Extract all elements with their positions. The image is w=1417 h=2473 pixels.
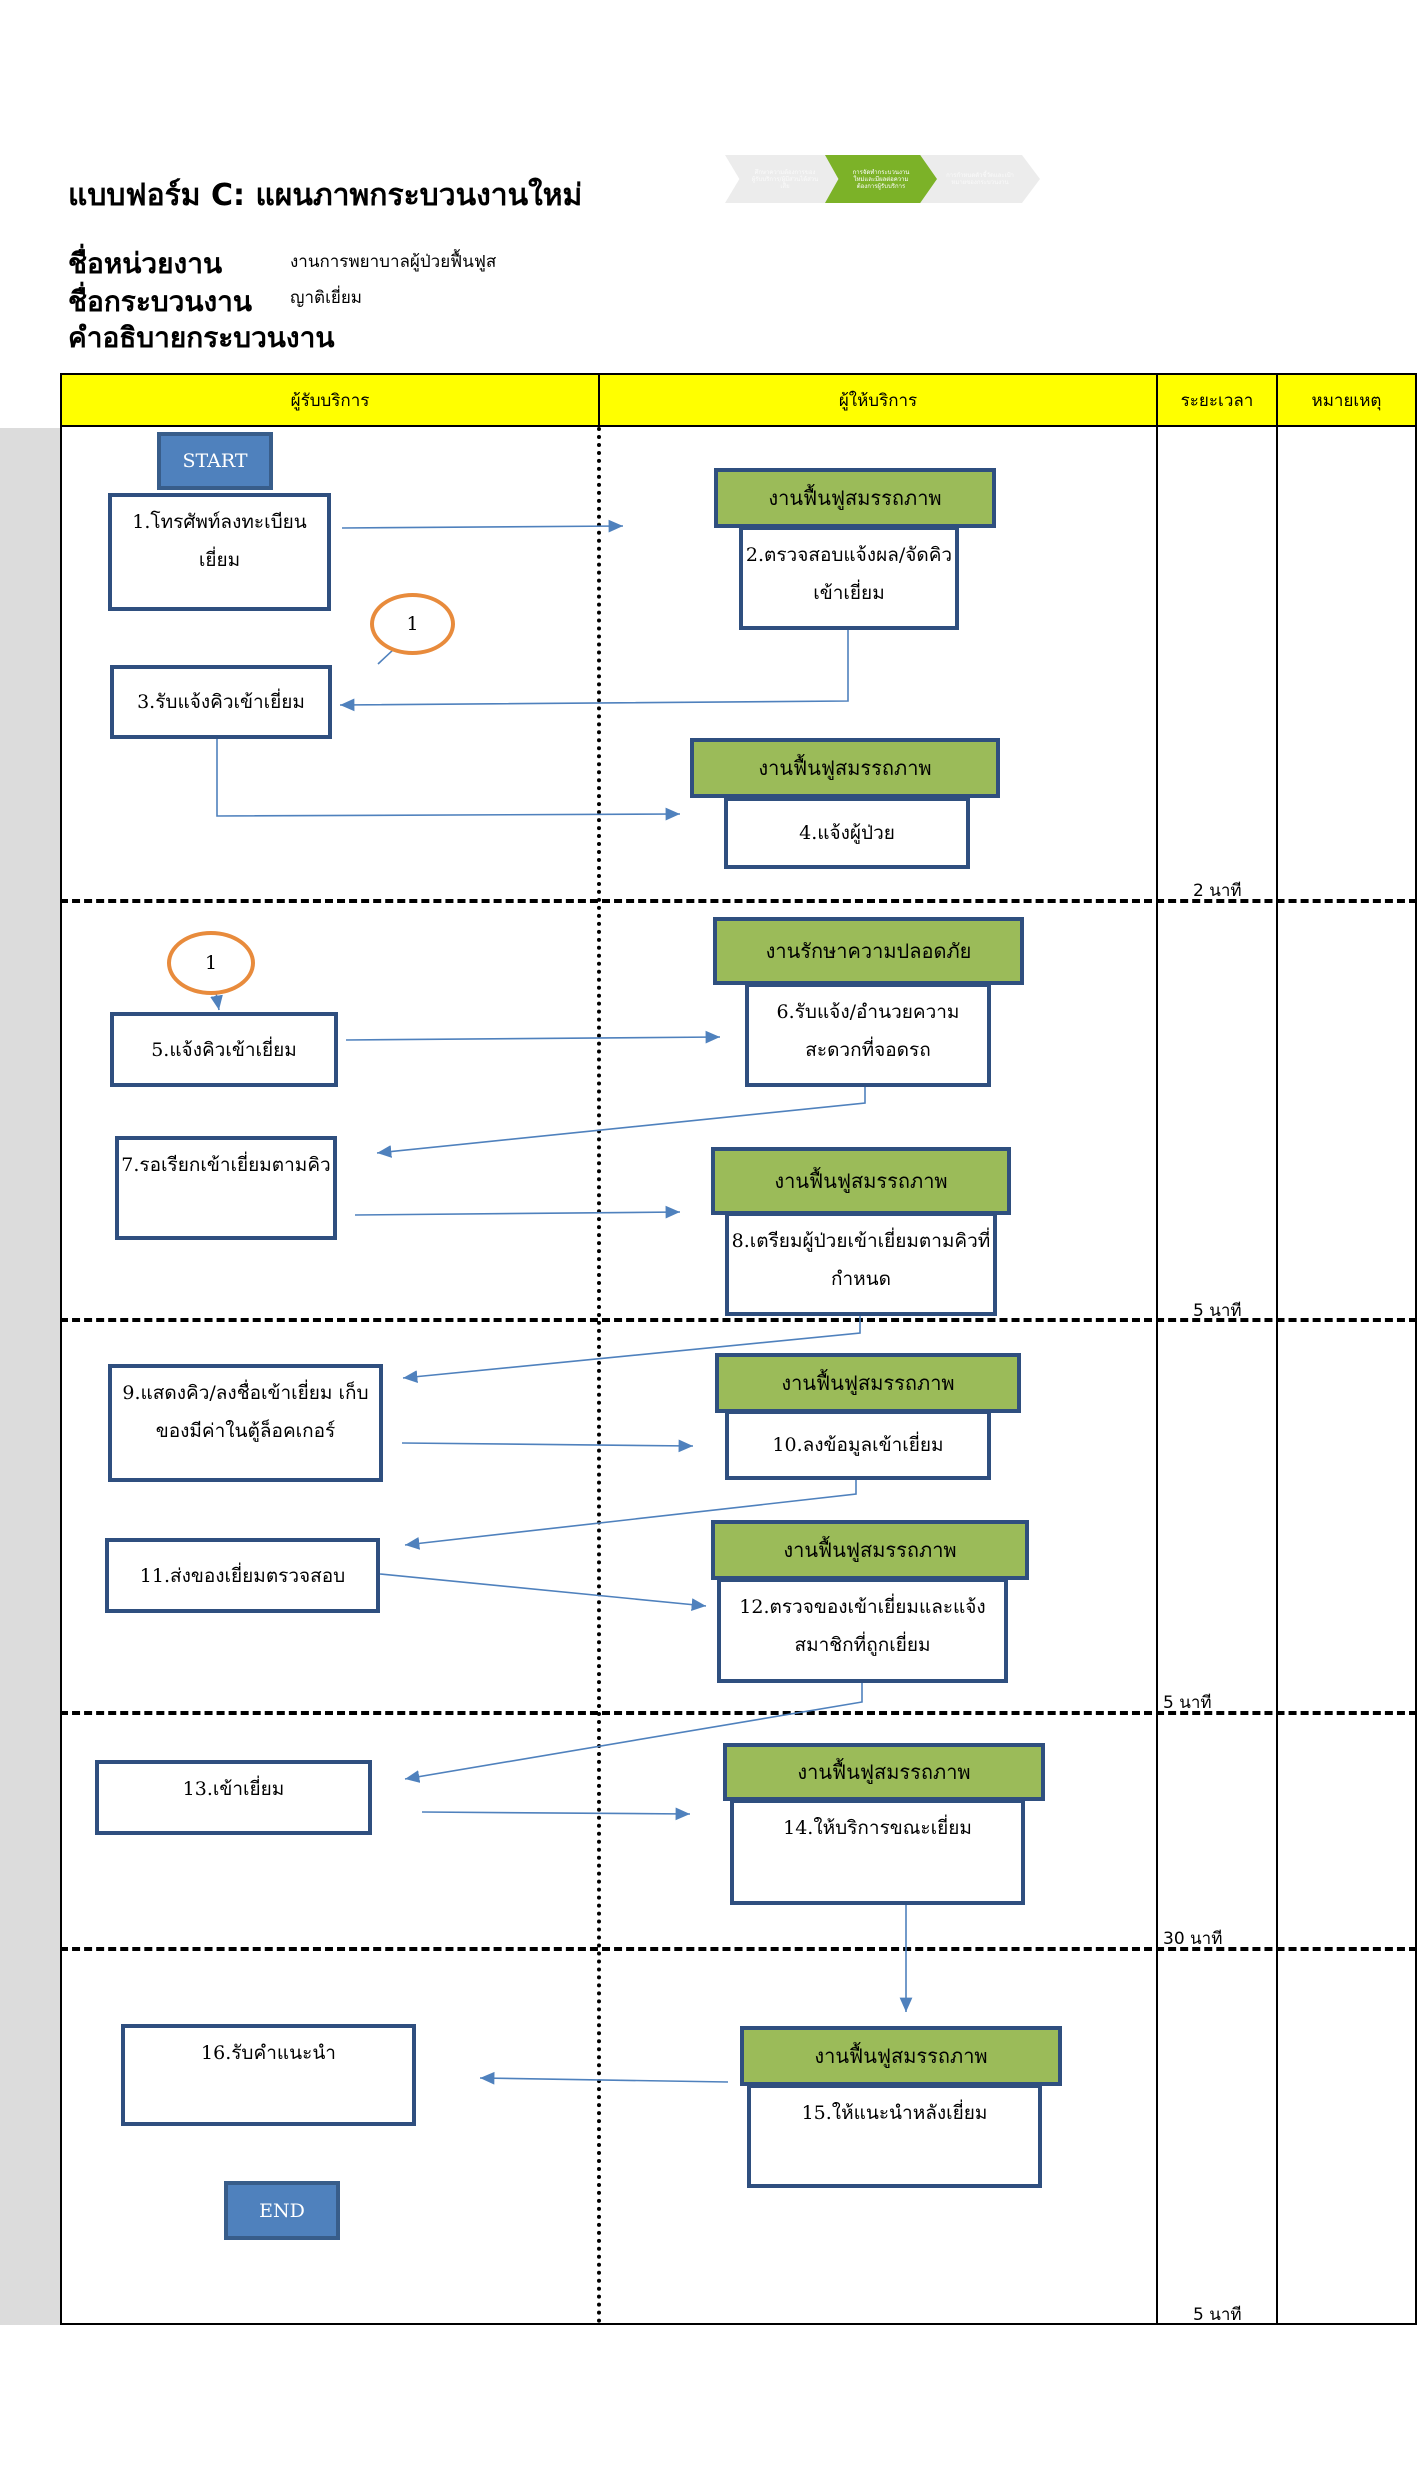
process-label: ชื่อกระบวนงาน xyxy=(68,285,253,318)
step-6-box: 6.รับแจ้ง/อำนวยความสะดวกที่จอดรถ xyxy=(745,983,991,1087)
grid-line-left xyxy=(60,427,62,2325)
connector-circle-2: 1 xyxy=(167,931,255,995)
step-11-box: 11.ส่งของเยี่ยมตรวจสอบ xyxy=(105,1538,380,1613)
step-13-box: 13.เข้าเยี่ยม xyxy=(95,1760,372,1835)
step-3-box: 3.รับแจ้งคิวเข้าเยี่ยม xyxy=(110,665,332,739)
grid-line-right xyxy=(1415,427,1417,2325)
unit-label: ชื่อหน่วยงาน xyxy=(68,247,223,280)
arrow-6-to-7 xyxy=(376,1087,866,1158)
time-row-4: 30 นาที xyxy=(1163,1929,1223,1949)
dept-box-15: งานฟื้นฟูสมรรถภาพ xyxy=(740,2026,1062,2086)
unit-value: งานการพยาบาลผู้ป่วยฟื้นฟูส xyxy=(290,252,497,272)
dept-box-12: งานฟื้นฟูสมรรถภาพ xyxy=(711,1520,1029,1580)
arrow-12-to-13 xyxy=(404,1683,863,1783)
step-14-box: 14.ให้บริการขณะเยี่ยม xyxy=(730,1799,1025,1905)
time-row-3: 5 นาที xyxy=(1163,1693,1212,1713)
grid-line-note xyxy=(1276,427,1278,2325)
process-chevrons: ศึกษาความต้องการของผู้รับบริการ/ผู้มีส่ว… xyxy=(725,155,1040,205)
dept-box-10: งานฟื้นฟูสมรรถภาพ xyxy=(715,1353,1021,1413)
step-12-box: 12.ตรวจของเข้าเยี่ยมและแจ้งสมาชิกที่ถูกเ… xyxy=(717,1578,1008,1683)
time-row-2: 5 นาที xyxy=(1193,1301,1242,1321)
chevron-step-2: การจัดทำกระบวนงานใหม่และมีผลต่อความต้องก… xyxy=(825,155,937,203)
dept-box-2: งานฟื้นฟูสมรรถภาพ xyxy=(714,468,996,528)
dept-box-8: งานฟื้นฟูสมรรถภาพ xyxy=(711,1147,1011,1215)
row-separator-4 xyxy=(60,1947,1417,1951)
step-10-box: 10.ลงข้อมูลเข้าเยี่ยม xyxy=(725,1410,991,1480)
step-2-box: 2.ตรวจสอบแจ้งผล/จัดคิวเข้าเยี่ยม xyxy=(739,526,959,630)
row-separator-3 xyxy=(60,1711,1417,1715)
grid-line-bottom xyxy=(60,2323,1417,2325)
arrow-8-to-9 xyxy=(402,1316,861,1383)
arrow-11-to-12 xyxy=(379,1573,707,1611)
step-15-box: 15.ให้แนะนำหลังเยี่ยม xyxy=(747,2084,1042,2188)
dept-box-4: งานฟื้นฟูสมรรถภาพ xyxy=(690,738,1000,798)
header-client: ผู้รับบริการ xyxy=(60,373,600,427)
arrow-10-to-11 xyxy=(404,1478,857,1550)
arrow-15-to-16 xyxy=(479,2071,729,2085)
description-label: คำอธิบายกระบวนงาน xyxy=(68,321,335,354)
start-terminal: START xyxy=(157,432,273,490)
dept-box-6: งานรักษาความปลอดภัย xyxy=(713,917,1024,985)
arrow-1-to-2 xyxy=(341,519,624,533)
arrow-2-to-3 xyxy=(339,628,849,712)
arrow-9-to-10 xyxy=(401,1439,694,1453)
step-16-box: 16.รับคำแนะนำ xyxy=(121,2024,416,2126)
row-separator-1 xyxy=(60,899,1417,903)
end-terminal: END xyxy=(224,2181,340,2240)
time-row-1: 2 นาที xyxy=(1193,881,1242,901)
arrow-13-to-14 xyxy=(421,1807,691,1821)
header-time: ระยะเวลา xyxy=(1156,373,1278,427)
page-title: แบบฟอร์ม C: แผนภาพกระบวนงานใหม่ xyxy=(68,178,583,213)
header-provider: ผู้ให้บริการ xyxy=(598,373,1158,427)
chevron-step-3: การกำหนดตัวชี้วัดและเป้าหมายของกระบวนงาน xyxy=(920,155,1040,203)
connector-circle-1: 1 xyxy=(370,593,455,655)
side-margin-bar xyxy=(0,428,60,2325)
process-value: ญาติเยี่ยม xyxy=(290,288,363,308)
grid-line-time xyxy=(1156,427,1158,2325)
step-9-box: 9.แสดงคิว/ลงชื่อเข้าเยี่ยม เก็บของมีค่าใ… xyxy=(108,1364,383,1482)
step-1-box: 1.โทรศัพท์ลงทะเบียนเยี่ยม xyxy=(108,493,331,611)
arrow-3-to-4 xyxy=(216,738,681,821)
row-separator-2 xyxy=(60,1318,1417,1322)
chevron-step-1: ศึกษาความต้องการของผู้รับบริการ/ผู้มีส่ว… xyxy=(725,155,845,203)
grid-divider-client-provider xyxy=(597,427,601,2325)
time-row-5: 5 นาที xyxy=(1193,2305,1242,2325)
dept-box-14: งานฟื้นฟูสมรรถภาพ xyxy=(723,1743,1045,1801)
step-5-box: 5.แจ้งคิวเข้าเยี่ยม xyxy=(110,1012,338,1087)
arrow-7-to-8 xyxy=(354,1205,681,1219)
step-8-box: 8.เตรียมผู้ป่วยเข้าเยี่ยมตามคิวที่กำหนด xyxy=(725,1212,997,1316)
arrow-5-to-6 xyxy=(345,1030,721,1044)
step-4-box: 4.แจ้งผู้ป่วย xyxy=(724,797,970,869)
step-7-box: 7.รอเรียกเข้าเยี่ยมตามคิว xyxy=(115,1136,337,1240)
header-note: หมายเหตุ xyxy=(1276,373,1417,427)
